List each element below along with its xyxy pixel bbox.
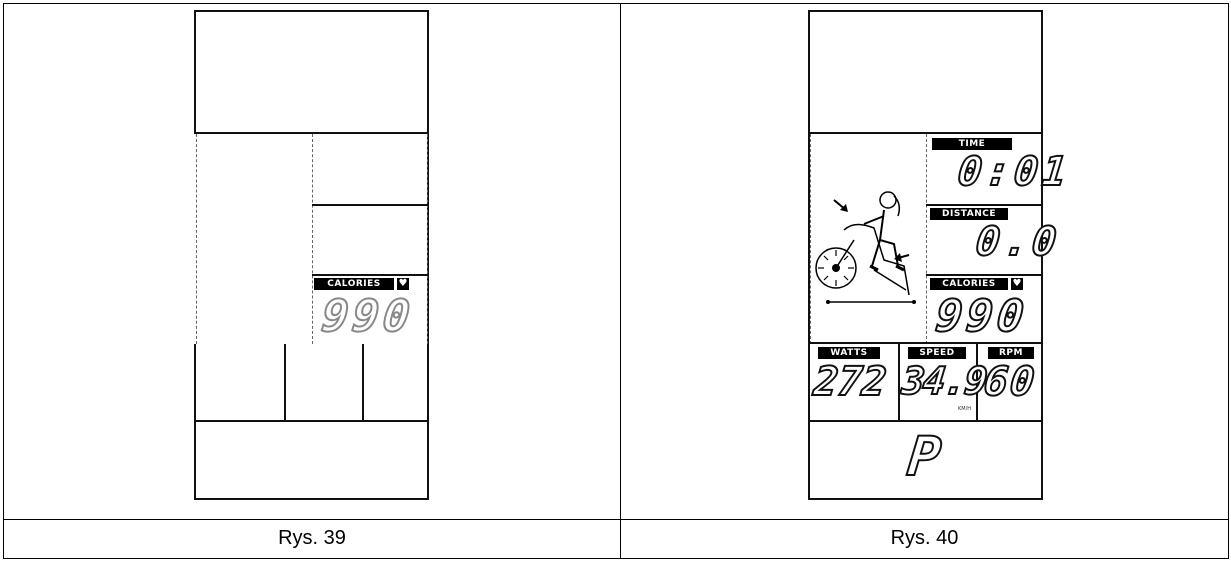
figure-cell-40: TIME 0:01 DISTANCE 0.0 CALORIES ♥ 990 WA… xyxy=(620,3,1229,520)
caption-cell-40: Rys. 40 xyxy=(620,519,1229,559)
caption-cell-39: Rys. 39 xyxy=(3,519,621,559)
calories-label: CALORIES xyxy=(314,278,394,290)
watts-value: 272 xyxy=(812,362,888,402)
cyclist-icon xyxy=(814,170,924,310)
program-value: P xyxy=(905,430,947,484)
speed-value: 34.9 xyxy=(900,362,988,400)
watts-label: WATTS xyxy=(818,347,880,359)
rpm-value: 60 xyxy=(982,362,1038,402)
lcd-display-40: TIME 0:01 DISTANCE 0.0 CALORIES ♥ 990 WA… xyxy=(808,10,1045,500)
calories-value: 990 xyxy=(320,295,416,339)
figure-caption: Rys. 40 xyxy=(621,527,1228,550)
speed-label: SPEED xyxy=(908,347,966,359)
heart-icon: ♥ xyxy=(397,278,409,290)
speed-unit: KM/H xyxy=(958,406,971,412)
figure-cell-39: CALORIES ♥ 990 xyxy=(3,3,621,520)
calories-label: CALORIES xyxy=(930,278,1008,290)
distance-value: 0.0 xyxy=(974,222,1062,262)
calories-value: 990 xyxy=(934,295,1030,339)
heart-icon: ♥ xyxy=(1011,278,1023,290)
lcd-display-39: CALORIES ♥ 990 xyxy=(194,10,431,500)
time-value: 0:01 xyxy=(956,152,1073,192)
figure-caption: Rys. 39 xyxy=(4,527,620,550)
rpm-label: RPM xyxy=(988,347,1034,359)
